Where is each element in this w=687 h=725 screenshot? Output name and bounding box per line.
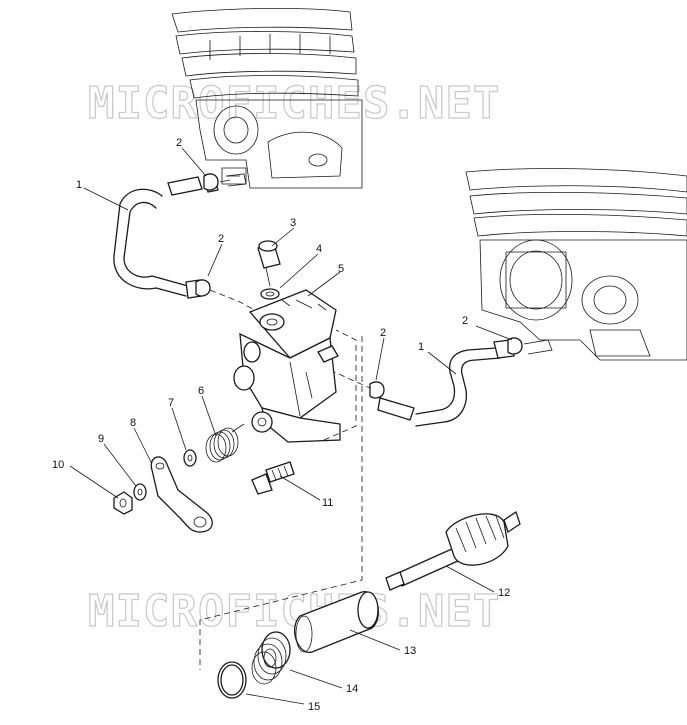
callout-8: 8	[130, 417, 136, 429]
callout-4: 4	[316, 243, 322, 255]
watermark-bottom: MICROFICHES.NET	[88, 586, 500, 637]
oil-seal	[251, 631, 291, 685]
callout-1-left: 1	[76, 179, 82, 191]
callout-5: 5	[338, 263, 344, 275]
callout-15: 15	[308, 701, 320, 713]
hose-clamp-top	[203, 173, 219, 191]
assembly-guide-line-lower	[199, 336, 363, 670]
watermark-top: MICROFICHES.NET	[88, 78, 500, 129]
oil-pump-body	[233, 289, 341, 443]
callout-14: 14	[346, 683, 358, 695]
callout-2-center: 2	[380, 327, 386, 339]
callout-11: 11	[322, 497, 333, 509]
callout-3: 3	[290, 217, 296, 229]
lever-nut	[113, 491, 133, 515]
right-oil-hose	[329, 337, 553, 427]
washer	[260, 288, 280, 300]
callout-2-left: 2	[218, 233, 224, 245]
callout-12: 12	[498, 587, 510, 599]
spring-washer	[183, 449, 197, 467]
callout-labels: 1 2 2 3 4 5 2 2 1 6 7 8 9 10 11 12 13 14…	[52, 137, 510, 713]
assembly-guide-line	[323, 329, 357, 441]
pump-lever	[150, 456, 213, 533]
drive-gear-shaft	[385, 510, 521, 591]
left-oil-hose	[113, 173, 247, 299]
lever-washer	[133, 483, 147, 501]
shaft-bushing	[294, 591, 379, 653]
callout-1-right: 1	[418, 341, 424, 353]
engine-cylinder-right	[465, 168, 687, 361]
o-ring	[217, 661, 247, 699]
callout-9: 9	[98, 433, 104, 445]
callout-2-top: 2	[176, 137, 182, 149]
callout-10: 10	[52, 459, 64, 471]
hose-clamp-left	[195, 279, 259, 313]
callout-2-right: 2	[462, 315, 468, 327]
leader-lines	[69, 147, 513, 705]
callout-7: 7	[168, 397, 174, 409]
mounting-bolt	[251, 461, 295, 495]
return-spring	[205, 423, 245, 463]
engine-cylinder-left	[171, 7, 363, 189]
callout-13: 13	[404, 645, 416, 657]
callout-6: 6	[198, 385, 204, 397]
banjo-bolt	[257, 240, 281, 287]
